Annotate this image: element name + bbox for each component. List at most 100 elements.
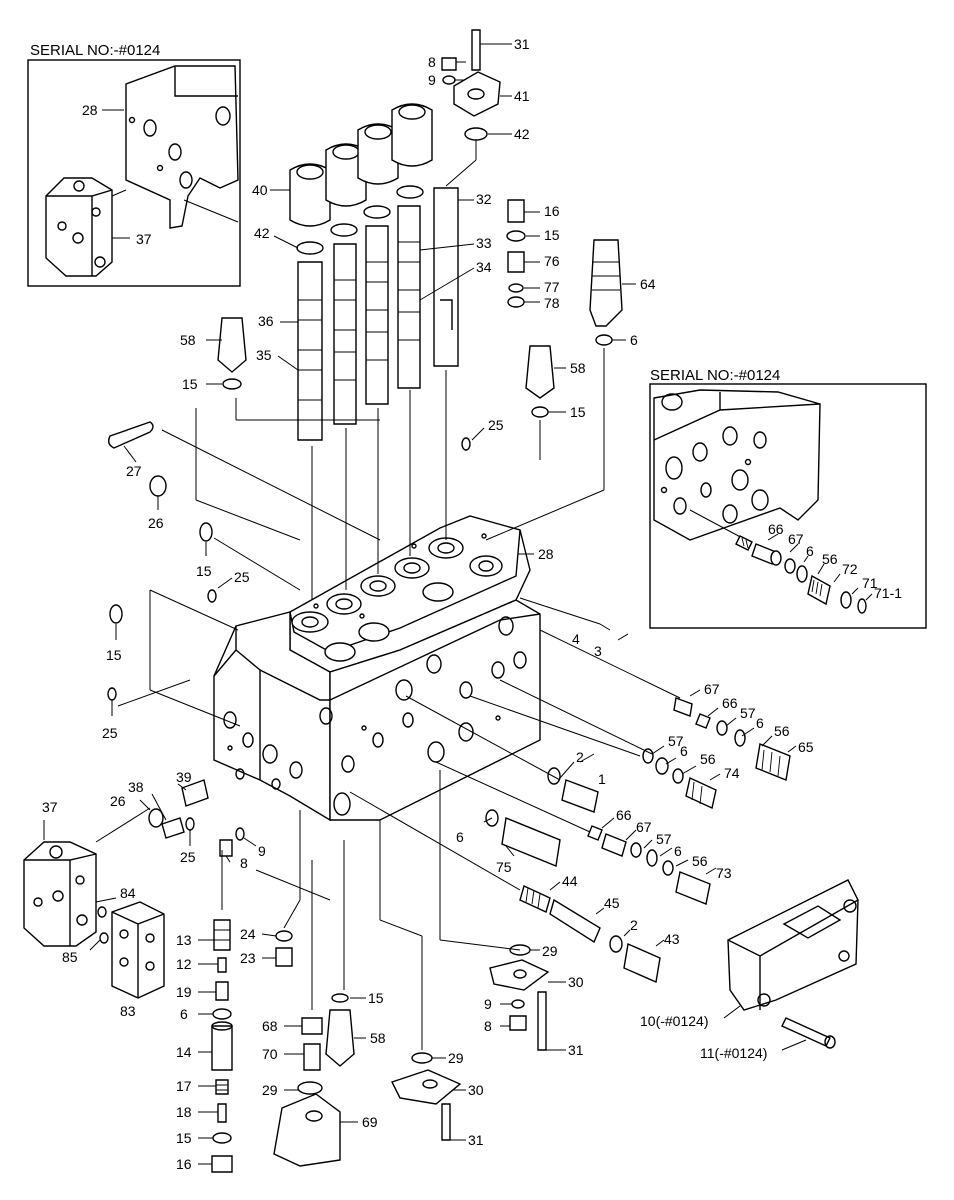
part-label-6-mid: 6 bbox=[680, 743, 688, 759]
part-label-15-lower: 15 bbox=[106, 647, 122, 663]
part-label-37-lower: 37 bbox=[42, 799, 58, 815]
port-relief-58-left bbox=[217, 317, 247, 390]
part-label-41: 41 bbox=[514, 88, 530, 104]
part-label-42-left: 42 bbox=[254, 225, 270, 241]
spool-caps bbox=[289, 103, 433, 255]
part-label-39: 39 bbox=[176, 769, 192, 785]
part-label-25-center: 25 bbox=[488, 417, 504, 433]
part-label-34: 34 bbox=[476, 259, 492, 275]
part-label-15-bottom: 15 bbox=[176, 1130, 192, 1146]
part-label-25-lower: 25 bbox=[102, 725, 118, 741]
part-label-42-top: 42 bbox=[514, 126, 530, 142]
part-label-58-lower: 58 bbox=[370, 1030, 386, 1046]
part-label-24: 24 bbox=[240, 926, 256, 942]
part-label-75: 75 bbox=[496, 859, 512, 875]
part-label-68: 68 bbox=[262, 1018, 278, 1034]
part-label-67-lower: 67 bbox=[636, 819, 652, 835]
part-label-9-lower: 9 bbox=[484, 996, 492, 1012]
part-label-19: 19 bbox=[176, 984, 192, 1000]
part-label-29-right: 29 bbox=[542, 943, 558, 959]
inset-right: SERIAL NO:-#0124 66 67 bbox=[649, 367, 927, 629]
part-label-14: 14 bbox=[176, 1044, 192, 1060]
part-label-15-mid: 15 bbox=[196, 563, 212, 579]
part-label-30-lower: 30 bbox=[468, 1082, 484, 1098]
part-label-56-lower: 56 bbox=[692, 853, 708, 869]
part-label-11: 11(-#0124) bbox=[700, 1045, 767, 1061]
part-label-2-upper: 2 bbox=[576, 749, 584, 765]
part-label-23: 23 bbox=[240, 950, 256, 966]
part-label-17: 17 bbox=[176, 1078, 192, 1094]
part-label-15-top: 15 bbox=[544, 227, 560, 243]
port-relief-58-right bbox=[525, 345, 555, 418]
part-label-69: 69 bbox=[362, 1114, 378, 1130]
part-label-9-top: 9 bbox=[428, 72, 436, 88]
part-label-6-top: 6 bbox=[630, 332, 638, 348]
part-label-25-mid: 25 bbox=[234, 569, 250, 585]
part-label-65: 65 bbox=[798, 739, 814, 755]
part-label-38: 38 bbox=[128, 779, 144, 795]
part-label-45: 45 bbox=[604, 895, 620, 911]
part-label-9-left: 9 bbox=[258, 843, 266, 859]
part-label-15-right: 15 bbox=[570, 404, 586, 420]
part-label-36: 36 bbox=[258, 313, 274, 329]
part-label-57-lower: 57 bbox=[656, 831, 672, 847]
part-label-18: 18 bbox=[176, 1104, 192, 1120]
part-label-6-center: 6 bbox=[456, 829, 464, 845]
part-label-8-top: 8 bbox=[428, 54, 436, 70]
part-label-66-inset: 66 bbox=[768, 521, 784, 537]
part-label-26-upper: 26 bbox=[148, 515, 164, 531]
part-label-26-lower: 26 bbox=[110, 793, 126, 809]
part-label-56-inset: 56 bbox=[822, 551, 838, 567]
part-label-33: 33 bbox=[476, 235, 492, 251]
part-label-16-bottom: 16 bbox=[176, 1156, 192, 1172]
part-label-16-top: 16 bbox=[544, 203, 560, 219]
part-labels: 31 8 9 41 42 40 42 32 33 34 36 35 16 15 … bbox=[42, 36, 814, 1172]
part-label-37: 37 bbox=[136, 231, 152, 247]
spools bbox=[297, 187, 459, 441]
part-label-31-lower: 31 bbox=[468, 1132, 484, 1148]
valve-body bbox=[213, 515, 541, 822]
part-label-56-mid: 56 bbox=[700, 751, 716, 767]
part-label-15-lower-center: 15 bbox=[368, 990, 384, 1006]
part-label-71-1-inset: 71-1 bbox=[874, 585, 902, 601]
part-label-78: 78 bbox=[544, 295, 560, 311]
part-label-77: 77 bbox=[544, 279, 560, 295]
part-label-4: 4 bbox=[572, 631, 580, 647]
part-label-67-right: 67 bbox=[704, 681, 720, 697]
part-label-31-top: 31 bbox=[514, 36, 530, 52]
right-side-parts bbox=[485, 697, 791, 1051]
part-label-1: 1 bbox=[598, 771, 606, 787]
part-label-73: 73 bbox=[716, 865, 732, 881]
part-label-84: 84 bbox=[120, 885, 136, 901]
part-label-40: 40 bbox=[252, 182, 268, 198]
part-label-10: 10(-#0124) bbox=[640, 1013, 709, 1029]
part-label-85: 85 bbox=[62, 949, 78, 965]
part-label-72-inset: 72 bbox=[842, 561, 858, 577]
part-label-30-right: 30 bbox=[568, 974, 584, 990]
part-label-43: 43 bbox=[664, 931, 680, 947]
part-label-12: 12 bbox=[176, 956, 192, 972]
part-label-44: 44 bbox=[562, 873, 578, 889]
part-label-27: 27 bbox=[126, 463, 142, 479]
part-label-67-inset: 67 bbox=[788, 531, 804, 547]
inset-top-left: SERIAL NO:-#0124 28 37 bbox=[27, 42, 241, 287]
part-label-83: 83 bbox=[120, 1003, 136, 1019]
serial-label-right: SERIAL NO:-#0124 bbox=[650, 367, 780, 384]
part-label-28-main: 28 bbox=[538, 546, 554, 562]
leader-lines bbox=[43, 43, 807, 1165]
right-top-small-parts bbox=[506, 199, 526, 308]
part-label-13: 13 bbox=[176, 932, 192, 948]
part-label-57-mid: 57 bbox=[668, 733, 684, 749]
part-label-6-left: 6 bbox=[180, 1006, 188, 1022]
part-label-29-left: 29 bbox=[262, 1082, 278, 1098]
part-label-74: 74 bbox=[724, 765, 740, 781]
part-label-3: 3 bbox=[594, 643, 602, 659]
part-label-58-left: 58 bbox=[180, 332, 196, 348]
part-label-58-right: 58 bbox=[570, 360, 586, 376]
part-label-64: 64 bbox=[640, 276, 656, 292]
part-label-70: 70 bbox=[262, 1046, 278, 1062]
part-label-8-lower: 8 bbox=[484, 1018, 492, 1034]
serial-label-top-left: SERIAL NO:-#0124 bbox=[30, 42, 160, 59]
top-cover bbox=[441, 29, 501, 141]
